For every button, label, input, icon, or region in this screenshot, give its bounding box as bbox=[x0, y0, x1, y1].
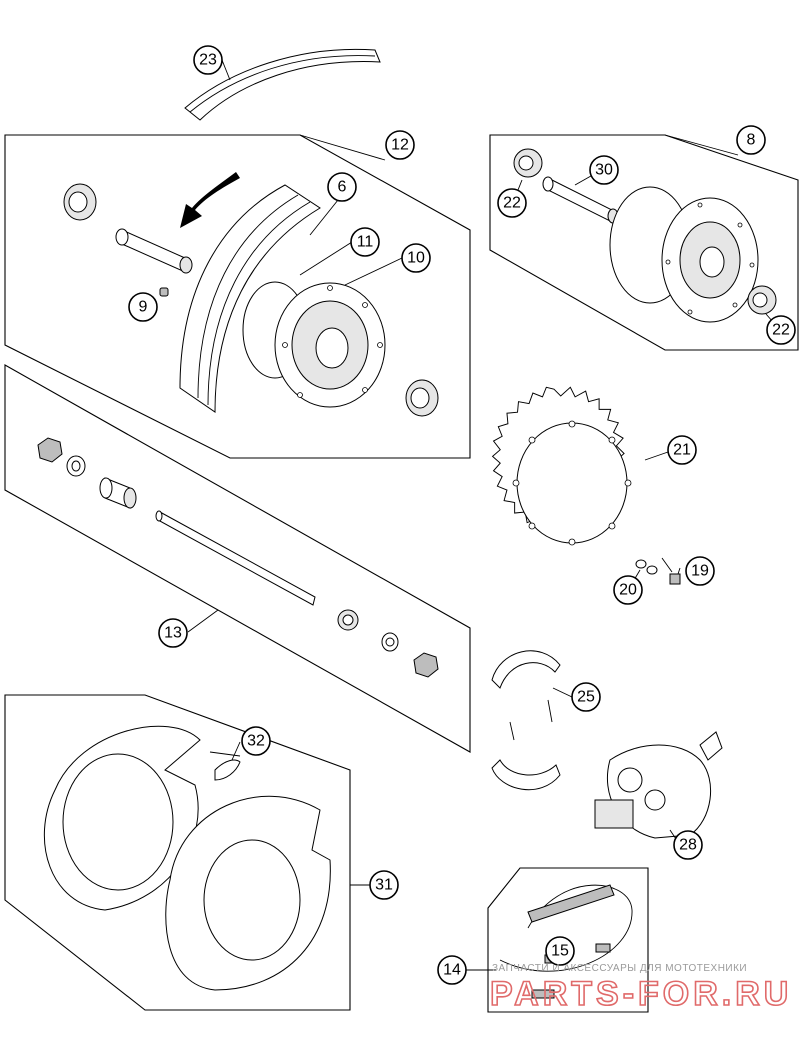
spacer-sleeve-part[interactable] bbox=[115, 228, 193, 274]
gasket-part[interactable] bbox=[165, 795, 331, 991]
watermark: ЗАПЧАСТИ И АКСЕССУАРЫ ДЛЯ МОТОТЕХНИКИ PA… bbox=[489, 963, 792, 1014]
sprocket-bolt-part[interactable] bbox=[661, 557, 681, 585]
brake-plate-part[interactable] bbox=[594, 731, 723, 839]
callout-21-label: 21 bbox=[673, 442, 691, 459]
callout-10[interactable]: 10 bbox=[401, 243, 431, 273]
chain-panel bbox=[487, 867, 649, 1013]
callout-15-label: 15 bbox=[551, 943, 569, 960]
cable-tie-part[interactable] bbox=[209, 751, 241, 781]
callout-11-label: 11 bbox=[357, 234, 374, 251]
hub-bearing-part[interactable] bbox=[747, 285, 777, 315]
axle-nut-part[interactable] bbox=[413, 652, 439, 678]
callout-6[interactable]: 6 bbox=[327, 172, 357, 202]
callout-23[interactable]: 23 bbox=[193, 45, 223, 75]
callout-32-label: 32 bbox=[247, 733, 265, 750]
callout-22-bottom-label: 22 bbox=[772, 322, 790, 339]
callout-8-label: 8 bbox=[747, 132, 756, 149]
wheel-bearing-part[interactable] bbox=[63, 183, 97, 221]
hub-bearing-part[interactable] bbox=[513, 148, 543, 178]
callout-15[interactable]: 15 bbox=[545, 936, 575, 966]
callout-25-label: 25 bbox=[577, 689, 595, 706]
axle-panel bbox=[4, 364, 471, 753]
watermark-tagline: ЗАПЧАСТИ И АКСЕССУАРЫ ДЛЯ МОТОТЕХНИКИ bbox=[492, 963, 747, 974]
wheel-bearing-part[interactable] bbox=[405, 379, 439, 417]
rotation-arrow-icon bbox=[180, 172, 240, 228]
callout-22-top-label: 22 bbox=[503, 195, 521, 212]
rear-sprocket-part[interactable] bbox=[491, 386, 632, 546]
axle-spacer-part[interactable] bbox=[337, 609, 359, 631]
callout-12-label: 12 bbox=[391, 137, 409, 154]
axle-shaft-part[interactable] bbox=[155, 510, 316, 606]
callout-13[interactable]: 13 bbox=[158, 618, 188, 648]
gasket-part[interactable] bbox=[43, 725, 201, 911]
callout-19-label: 19 bbox=[691, 563, 709, 580]
callout-22-top[interactable]: 22 bbox=[497, 188, 527, 218]
callout-14-label: 14 bbox=[443, 962, 461, 979]
callout-23-label: 23 bbox=[199, 52, 217, 69]
callout-21[interactable]: 21 bbox=[667, 435, 697, 465]
rear-hub-part[interactable] bbox=[609, 186, 759, 323]
callout-22-bottom[interactable]: 22 bbox=[766, 315, 796, 345]
callout-20-label: 20 bbox=[619, 582, 637, 599]
callout-14[interactable]: 14 bbox=[437, 955, 467, 985]
axle-spacer-part[interactable] bbox=[99, 477, 137, 509]
callout-9-label: 9 bbox=[139, 299, 148, 316]
callout-13-label: 13 bbox=[164, 625, 182, 642]
brake-shoes-part[interactable] bbox=[491, 650, 561, 791]
callout-31-label: 31 bbox=[375, 877, 393, 894]
callout-8[interactable]: 8 bbox=[736, 125, 766, 155]
axle-nut-part[interactable] bbox=[37, 437, 63, 463]
hub-spacer-part[interactable] bbox=[542, 176, 619, 224]
callout-28[interactable]: 28 bbox=[673, 830, 703, 860]
callout-20[interactable]: 20 bbox=[613, 575, 643, 605]
axle-washer-part[interactable] bbox=[66, 455, 86, 477]
callout-12[interactable]: 12 bbox=[385, 130, 415, 160]
watermark-brand: PARTS-FOR.RU bbox=[490, 975, 792, 1013]
axle-washer-part[interactable] bbox=[381, 632, 399, 652]
callout-31[interactable]: 31 bbox=[369, 870, 399, 900]
gasket-panel bbox=[4, 694, 351, 1011]
sprocket-nut-part[interactable] bbox=[635, 559, 658, 575]
callout-28-label: 28 bbox=[679, 837, 697, 854]
callout-11[interactable]: 11 bbox=[350, 227, 380, 257]
valve-nut-part[interactable] bbox=[159, 287, 169, 297]
callout-32[interactable]: 32 bbox=[241, 726, 271, 756]
callout-6-label: 6 bbox=[338, 179, 347, 196]
drive-chain-part[interactable] bbox=[499, 884, 633, 972]
rim-tape-part[interactable] bbox=[184, 48, 381, 121]
callout-19[interactable]: 19 bbox=[685, 556, 715, 586]
callout-25[interactable]: 25 bbox=[571, 682, 601, 712]
callout-10-label: 10 bbox=[407, 250, 425, 267]
callout-30-label: 30 bbox=[595, 162, 613, 179]
callout-9[interactable]: 9 bbox=[128, 292, 158, 322]
callout-30[interactable]: 30 bbox=[589, 155, 619, 185]
wheel-rim-part[interactable] bbox=[179, 184, 321, 413]
wheel-hub-part[interactable] bbox=[242, 281, 386, 408]
